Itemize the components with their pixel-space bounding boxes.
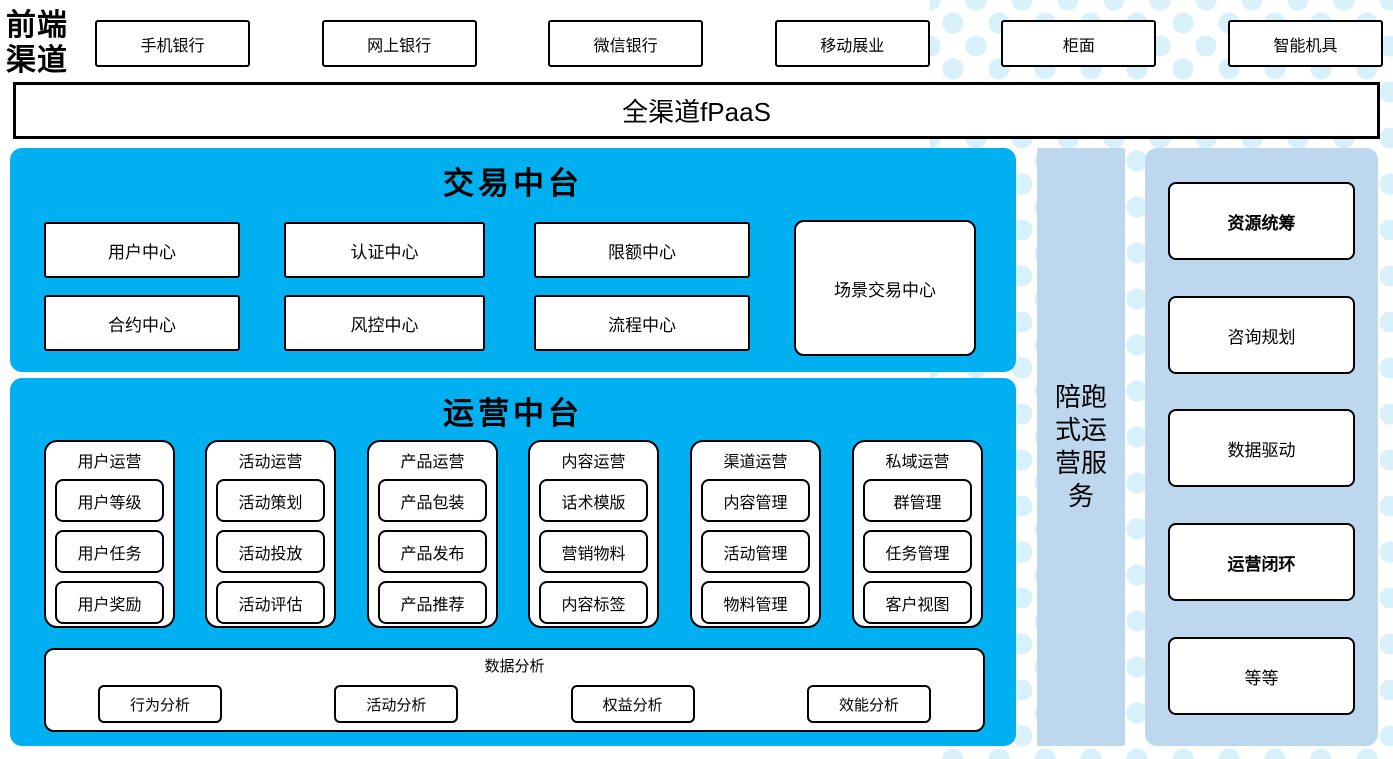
ops-column-product: 产品运营 产品包装 产品发布 产品推荐 (367, 440, 498, 628)
ops-column-items: 群管理 任务管理 客户视图 (854, 472, 981, 624)
center-box: 用户中心 (44, 222, 240, 278)
trade-platform-title: 交易中台 (443, 166, 583, 201)
data-analysis-title: 数据分析 (484, 658, 545, 675)
center-box: 合约中心 (44, 295, 240, 351)
service-box: 等等 (1168, 637, 1355, 715)
front-channel-row: 手机银行 网上银行 微信银行 移动展业 柜面 智能机具 (95, 20, 1383, 67)
ops-platform-title: 运营中台 (443, 396, 583, 431)
data-analysis-items: 行为分析 活动分析 权益分析 效能分析 (46, 685, 983, 723)
ops-column-title: 用户运营 (77, 454, 142, 471)
ops-item-box: 产品包装 (378, 479, 487, 522)
analysis-box: 行为分析 (98, 685, 222, 723)
channel-box: 智能机具 (1227, 20, 1383, 67)
ops-column-items: 话术模版 营销物料 内容标签 (530, 472, 657, 624)
ops-item-box: 产品推荐 (378, 581, 487, 624)
ops-item-box: 内容管理 (701, 479, 810, 522)
ops-column-items: 用户等级 用户任务 用户奖励 (46, 472, 173, 624)
front-channel-label: 前端渠道 (6, 9, 68, 77)
service-box: 数据驱动 (1168, 409, 1355, 487)
service-box: 咨询规划 (1168, 296, 1355, 374)
ops-item-box: 营销物料 (539, 530, 648, 573)
ops-item-box: 物料管理 (701, 581, 810, 624)
ops-item-box: 话术模版 (539, 479, 648, 522)
fpaas-label: 全渠道fPaaS (622, 97, 771, 127)
ops-column-items: 产品包装 产品发布 产品推荐 (369, 472, 496, 624)
ops-column-user: 用户运营 用户等级 用户任务 用户奖励 (44, 440, 175, 628)
ops-item-box: 用户奖励 (55, 581, 164, 624)
service-box: 资源统筹 (1168, 182, 1355, 260)
fpaas-bar: 全渠道fPaaS (13, 82, 1380, 139)
ops-item-box: 用户任务 (55, 530, 164, 573)
ops-column-title: 渠道运营 (723, 454, 788, 471)
ops-item-box: 用户等级 (55, 479, 164, 522)
trade-platform-block: 交易中台 用户中心 认证中心 限额中心 合约中心 风控中心 流程中心 场景交易中… (10, 148, 1016, 372)
ops-item-box: 群管理 (863, 479, 972, 522)
center-box: 流程中心 (534, 295, 750, 351)
ops-column-title: 活动运营 (238, 454, 303, 471)
analysis-box: 权益分析 (570, 685, 695, 723)
ops-item-box: 活动投放 (216, 530, 325, 573)
companion-service-label: 陪跑式运营服务 (1054, 382, 1107, 511)
service-panel: 资源统筹 咨询规划 数据驱动 运营闭环 等等 (1145, 148, 1378, 746)
ops-column-title: 私域运营 (885, 454, 950, 471)
ops-item-box: 客户视图 (863, 581, 972, 624)
analysis-box: 活动分析 (334, 685, 459, 723)
ops-column-title: 内容运营 (561, 454, 626, 471)
channel-box: 微信银行 (548, 20, 704, 67)
center-box: 风控中心 (284, 295, 485, 351)
data-analysis-panel: 数据分析 行为分析 活动分析 权益分析 效能分析 (44, 648, 985, 732)
channel-box: 手机银行 (95, 20, 250, 67)
channel-box: 柜面 (1001, 20, 1157, 67)
ops-column-private: 私域运营 群管理 任务管理 客户视图 (852, 440, 983, 628)
scene-trade-center-box: 场景交易中心 (794, 220, 976, 356)
ops-column-items: 活动策划 活动投放 活动评估 (207, 472, 334, 624)
service-box: 运营闭环 (1168, 523, 1355, 601)
companion-service-bar: 陪跑式运营服务 (1037, 148, 1125, 746)
ops-column-items: 内容管理 活动管理 物料管理 (692, 472, 819, 624)
ops-column-channel: 渠道运营 内容管理 活动管理 物料管理 (690, 440, 821, 628)
ops-column-content: 内容运营 话术模版 营销物料 内容标签 (528, 440, 659, 628)
ops-platform-block: 运营中台 用户运营 用户等级 用户任务 用户奖励 活动运营 活动策划 活动投放 … (10, 378, 1016, 746)
ops-column-activity: 活动运营 活动策划 活动投放 活动评估 (205, 440, 336, 628)
channel-box: 网上银行 (321, 20, 477, 67)
ops-item-box: 活动管理 (701, 530, 810, 573)
center-box: 限额中心 (534, 222, 750, 278)
ops-item-box: 内容标签 (539, 581, 648, 624)
center-box: 认证中心 (284, 222, 485, 278)
ops-item-box: 产品发布 (378, 530, 487, 573)
analysis-box: 效能分析 (806, 685, 931, 723)
ops-item-box: 活动策划 (216, 479, 325, 522)
ops-item-box: 活动评估 (216, 581, 325, 624)
ops-column-title: 产品运营 (400, 454, 465, 471)
ops-item-box: 任务管理 (863, 530, 972, 573)
channel-box: 移动展业 (774, 20, 930, 67)
